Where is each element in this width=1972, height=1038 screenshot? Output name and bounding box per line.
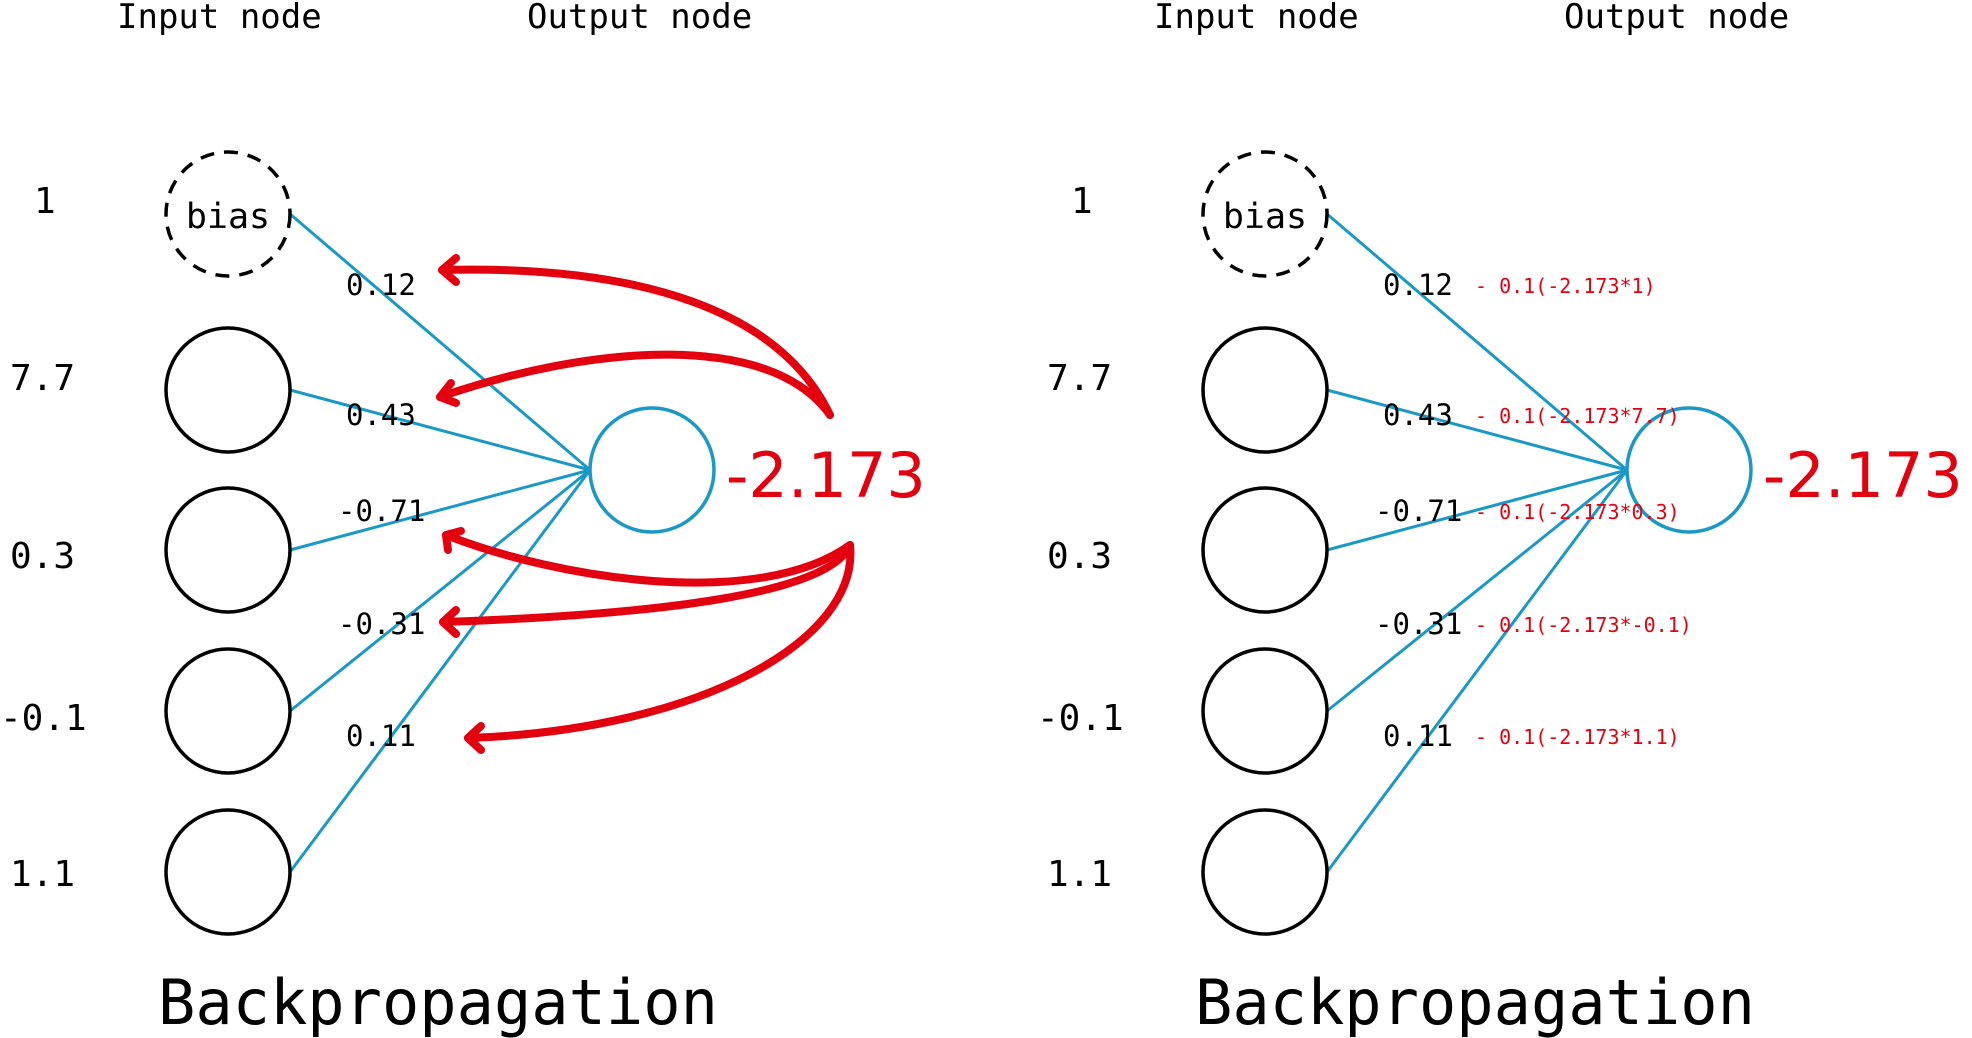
- bias-label: bias: [186, 197, 270, 237]
- input-value-3: -0.1: [1037, 698, 1124, 739]
- edge-input-1: [1326, 388, 1628, 472]
- bias-label: bias: [1223, 197, 1307, 237]
- edge-input-4: [1325, 469, 1629, 873]
- weight-label-4: 0.11: [1383, 719, 1453, 753]
- input-value-2: 0.3: [1047, 536, 1112, 577]
- input-value-4: 1.1: [10, 854, 75, 895]
- input-node-1: [1201, 326, 1329, 454]
- right-panel: Input node Output node 1 7.7 0.3 -0.1 1.…: [1037, 0, 1963, 1038]
- input-value-bias: 1: [34, 181, 56, 222]
- bias-node: [164, 150, 292, 278]
- weight-label-3: -0.31: [1375, 607, 1462, 641]
- weight-label-2: -0.71: [1375, 494, 1462, 528]
- weight-update-4: - 0.1(-2.173*1.1): [1475, 725, 1680, 749]
- input-value-3: -0.1: [0, 698, 87, 739]
- backprop-arrowhead-bias: [438, 254, 460, 286]
- output-node-header: Output node: [1564, 0, 1789, 37]
- edge-bias: [1326, 212, 1628, 472]
- backprop-arrow-4: [464, 541, 855, 742]
- connection-edges: [288, 212, 592, 873]
- backprop-arrow-2: [442, 531, 854, 587]
- input-node-header: Input node: [1154, 0, 1359, 37]
- backprop-arrows: [436, 254, 855, 754]
- input-value-2: 0.3: [10, 536, 75, 577]
- weight-update-3: - 0.1(-2.173*-0.1): [1475, 613, 1692, 637]
- weight-update-bias: - 0.1(-2.173*1): [1475, 274, 1656, 298]
- weight-update-1: - 0.1(-2.173*7.7): [1475, 404, 1680, 428]
- input-node-2: [1201, 486, 1329, 614]
- weight-label-1: 0.43: [346, 398, 416, 432]
- edge-input-3: [289, 468, 591, 713]
- input-value-bias: 1: [1071, 181, 1093, 222]
- backprop-arrow-3: [439, 541, 854, 626]
- left-panel: Input node Output node 1 7.7 0.3 -0.1 1.…: [0, 0, 926, 1038]
- weight-label-bias: 0.12: [1383, 268, 1453, 302]
- weight-label-bias: 0.12: [346, 268, 416, 302]
- weight-label-4: 0.11: [346, 719, 416, 753]
- weight-label-2: -0.71: [338, 494, 425, 528]
- input-node-header: Input node: [117, 0, 322, 37]
- input-node-4: [164, 808, 292, 936]
- panel-title: Backpropagation: [1195, 966, 1755, 1038]
- backprop-arrowhead-3: [439, 606, 460, 638]
- edge-input-1: [289, 388, 591, 472]
- input-value-1: 7.7: [10, 358, 75, 399]
- edge-input-3: [1326, 468, 1628, 713]
- bias-node: [1201, 150, 1329, 278]
- input-node-3: [1201, 647, 1329, 775]
- backprop-arrow-2-head: [442, 527, 465, 554]
- input-node-4: [1201, 808, 1329, 936]
- edge-input-2: [1326, 468, 1628, 552]
- output-value: -2.173: [726, 439, 926, 512]
- edge-input-2: [289, 468, 591, 552]
- output-node: [588, 406, 716, 534]
- backprop-arrow-1: [436, 350, 834, 419]
- backprop-arrow-bias: [438, 265, 834, 419]
- input-value-4: 1.1: [1047, 854, 1112, 895]
- input-node-3: [164, 647, 292, 775]
- edge-input-4: [288, 469, 592, 873]
- backprop-arrowhead-4: [464, 722, 485, 754]
- input-node-1: [164, 326, 292, 454]
- backprop-arrowhead-1: [436, 379, 460, 407]
- input-value-1: 7.7: [1047, 358, 1112, 399]
- output-node-header: Output node: [527, 0, 752, 37]
- output-value: -2.173: [1763, 439, 1963, 512]
- weight-update-2: - 0.1(-2.173*0.3): [1475, 500, 1680, 524]
- weight-label-1: 0.43: [1383, 398, 1453, 432]
- edge-bias: [289, 212, 591, 472]
- connection-edges: [1325, 212, 1629, 873]
- weight-label-3: -0.31: [338, 607, 425, 641]
- output-node: [1625, 406, 1753, 534]
- panel-title: Backpropagation: [158, 966, 718, 1038]
- input-node-2: [164, 486, 292, 614]
